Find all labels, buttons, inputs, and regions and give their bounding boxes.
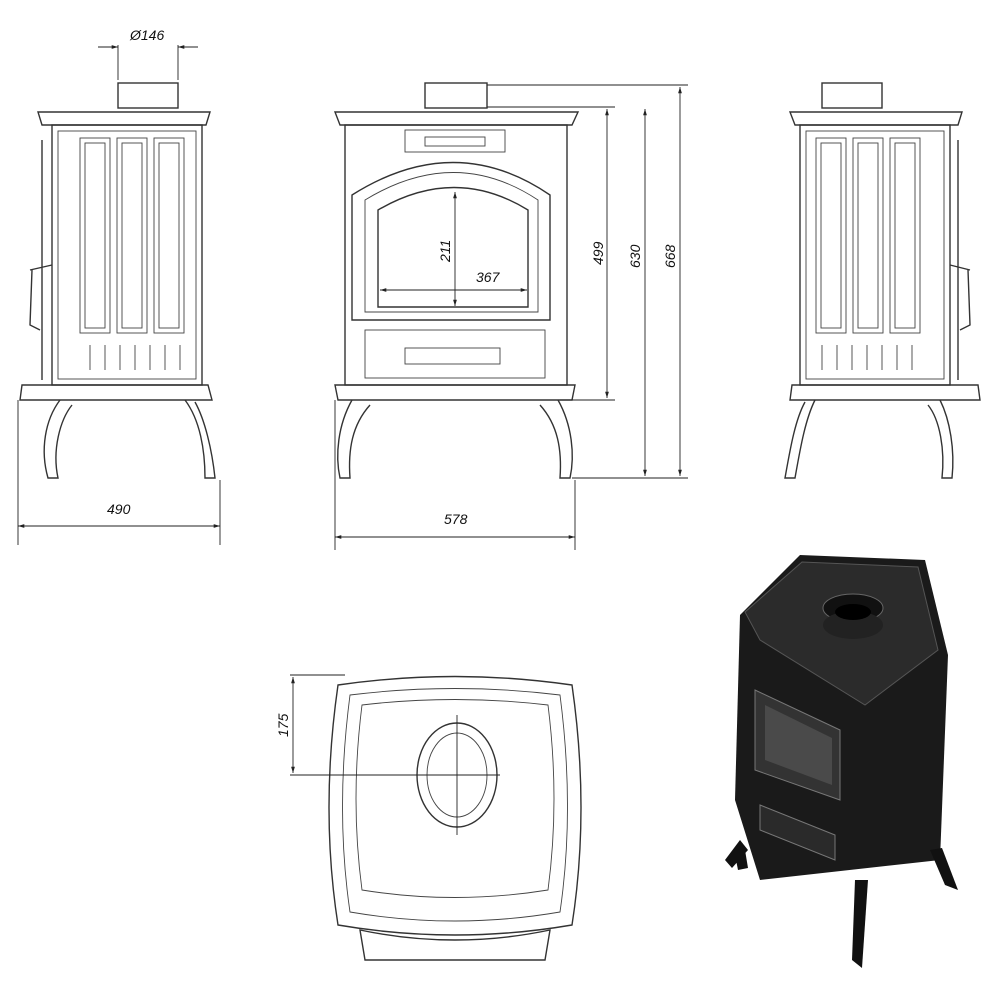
dim-depth: 490 <box>107 501 131 517</box>
dim-door-width: 367 <box>476 269 501 285</box>
dim-width: 578 <box>444 511 468 527</box>
dim-body-height: 630 <box>627 244 643 268</box>
dim-flue-diameter: Ø146 <box>129 27 164 43</box>
top-view: 175 <box>275 674 582 961</box>
dim-door-height: 211 <box>437 240 453 263</box>
stove-render <box>725 555 958 968</box>
dim-flue-outlet-height: 499 <box>590 241 606 265</box>
side-view-left: Ø146 490 <box>17 27 221 545</box>
side-view-right <box>784 82 981 479</box>
front-view: 211 367 499 630 668 578 <box>333 82 688 550</box>
dim-total-height: 668 <box>662 244 678 268</box>
dim-flue-offset: 175 <box>275 713 291 737</box>
